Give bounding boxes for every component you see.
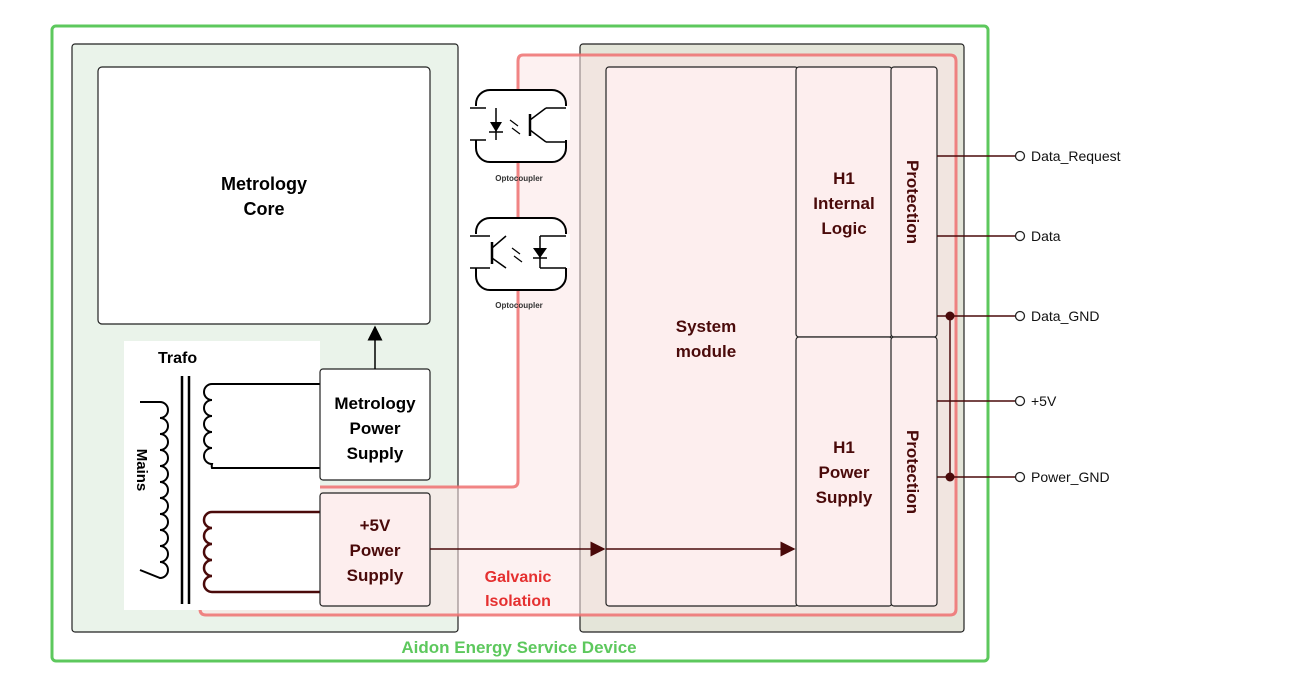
terminal-data-gnd-label: Data_GND	[1031, 308, 1099, 324]
h1-ps-label-1: H1	[833, 438, 855, 457]
terminal-5v-label: +5V	[1031, 393, 1057, 409]
h1-ps-label-3: Supply	[816, 488, 873, 507]
galvanic-label-2: Isolation	[485, 593, 551, 610]
p5v-label-3: Supply	[347, 566, 404, 585]
mps-label-1: Metrology	[334, 394, 416, 413]
mains-label: Mains	[133, 449, 150, 492]
protection-top-label: Protection	[903, 160, 922, 244]
p5v-label-2: Power	[349, 541, 400, 560]
protection-bottom-box	[890, 336, 938, 607]
terminal-5v-icon	[1014, 395, 1026, 407]
p5v-label-1: +5V	[360, 516, 391, 535]
system-module-label-1: System	[676, 317, 736, 336]
junction-dot-1	[945, 311, 955, 321]
optocoupler-1-label: Optocoupler	[495, 174, 543, 183]
terminal-data-label: Data	[1031, 228, 1061, 244]
plus5v-coil	[202, 510, 320, 594]
h1-logic-label-1: H1	[833, 169, 855, 188]
terminal-data-gnd-icon	[1014, 310, 1026, 322]
metrology-core-label-1: Metrology	[221, 174, 307, 194]
optocoupler-2-label: Optocoupler	[495, 301, 543, 310]
mains-coil	[139, 401, 169, 580]
optocoupler-1-icon	[470, 89, 570, 163]
h1-logic-label-2: Internal	[813, 194, 874, 213]
terminal-data-request-icon	[1014, 150, 1026, 162]
mps-label-2: Power	[349, 419, 400, 438]
terminal-power-gnd-icon	[1014, 471, 1026, 483]
output-wires	[937, 155, 1016, 478]
metrology-coil	[203, 383, 320, 469]
mps-label-3: Supply	[347, 444, 404, 463]
h1-logic-label-3: Logic	[821, 219, 866, 238]
metrology-core-box	[97, 66, 431, 325]
optocoupler-2-icon	[470, 217, 570, 291]
terminal-data-icon	[1014, 230, 1026, 242]
protection-bottom-label: Protection	[903, 430, 922, 514]
metrology-core-label-2: Core	[243, 199, 284, 219]
h1-ps-label-2: Power	[818, 463, 869, 482]
device-label: Aidon Energy Service Device	[401, 638, 636, 657]
trafo-label: Trafo	[158, 350, 197, 367]
system-module-box	[605, 66, 799, 607]
terminal-power-gnd-label: Power_GND	[1031, 469, 1110, 485]
system-module-label-2: module	[676, 342, 736, 361]
trafo-panel	[124, 341, 320, 610]
junction-dot-2	[945, 472, 955, 482]
galvanic-label-1: Galvanic	[485, 569, 552, 586]
terminal-data-request-label: Data_Request	[1031, 148, 1121, 164]
